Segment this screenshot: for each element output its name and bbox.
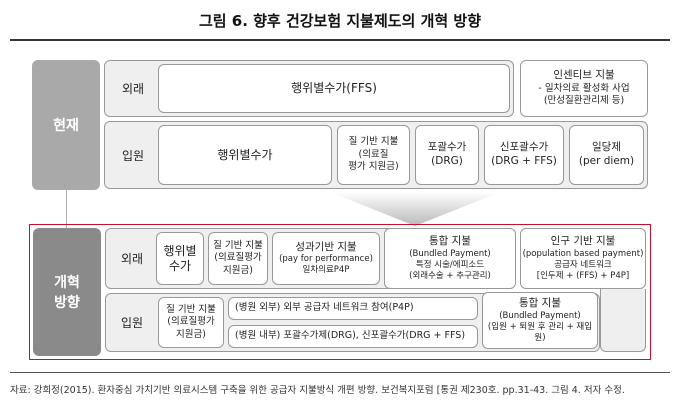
current-quality-box: 질 기반 지불 (의료질 평가 지원금)	[337, 125, 410, 185]
reform-outpatient-label: 외래	[120, 252, 144, 266]
current-outpatient-label: 외래	[121, 82, 145, 96]
current-inpatient-label: 입원	[121, 148, 145, 163]
current-per-diem-box: 일당제 (per diem)	[569, 125, 644, 185]
reform-label: 개혁 방향	[33, 228, 101, 356]
reform-outpatient-ffs-box: 행위별 수가	[156, 232, 204, 285]
reform-arrow-icon	[330, 192, 500, 226]
reform-inpatient-quality-box: 질 기반 지불 (의료질평가 지원금)	[158, 297, 224, 348]
reform-inpatient-label: 입원	[120, 316, 144, 330]
figure-title: 그림 6. 향후 건강보험 지불제도의 개혁 방향	[198, 12, 482, 30]
reform-outpatient-quality-box: 질 기반 지불 (의료질평가 지원금)	[208, 232, 268, 285]
top-rule	[10, 39, 670, 41]
reform-highlight-frame	[29, 224, 651, 360]
bottom-rule	[10, 372, 670, 373]
current-inpatient-ffs-box: 행위별수가	[158, 125, 332, 185]
current-new-drg-box: 신포괄수가 (DRG + FFS)	[484, 125, 564, 185]
reform-inpatient-bundled-box: 통합 지불 (Bundled Payment) (입원 + 퇴원 후 관리 + …	[482, 292, 598, 349]
reform-population-box: 인구 기반 지불 (population based payment) 공급자 …	[520, 228, 646, 289]
reform-population-extension	[600, 289, 646, 352]
reform-external-network-box: (병원 외부) 외부 공급자 네트워크 참여(P4P)	[228, 297, 478, 320]
current-incentive-box: 인센티브 지불 - 일차의료 활성화 사업 (만성질환관리제 등)	[520, 60, 648, 117]
reform-outpatient-bundled-box: 통합 지불 (Bundled Payment) 특정 시술/에피소드 (외래수술…	[384, 228, 516, 289]
current-drg-box: 포괄수가 (DRG)	[415, 125, 479, 185]
source-note: 자료: 강희정(2015). 환자중심 가치기반 의료시스템 구축을 위한 공급…	[10, 385, 625, 396]
reform-p4p-box: 성과기반 지불 (pay for performance) 일차의료P4P	[272, 232, 380, 285]
current-connector-line	[66, 190, 67, 228]
reform-internal-drg-box: (병원 내부) 포괄수가제(DRG), 신포괄수가(DRG + FFS)	[228, 325, 478, 348]
current-outpatient-ffs-box: 행위별수가(FFS)	[158, 64, 510, 113]
current-label: 현재	[32, 60, 100, 190]
